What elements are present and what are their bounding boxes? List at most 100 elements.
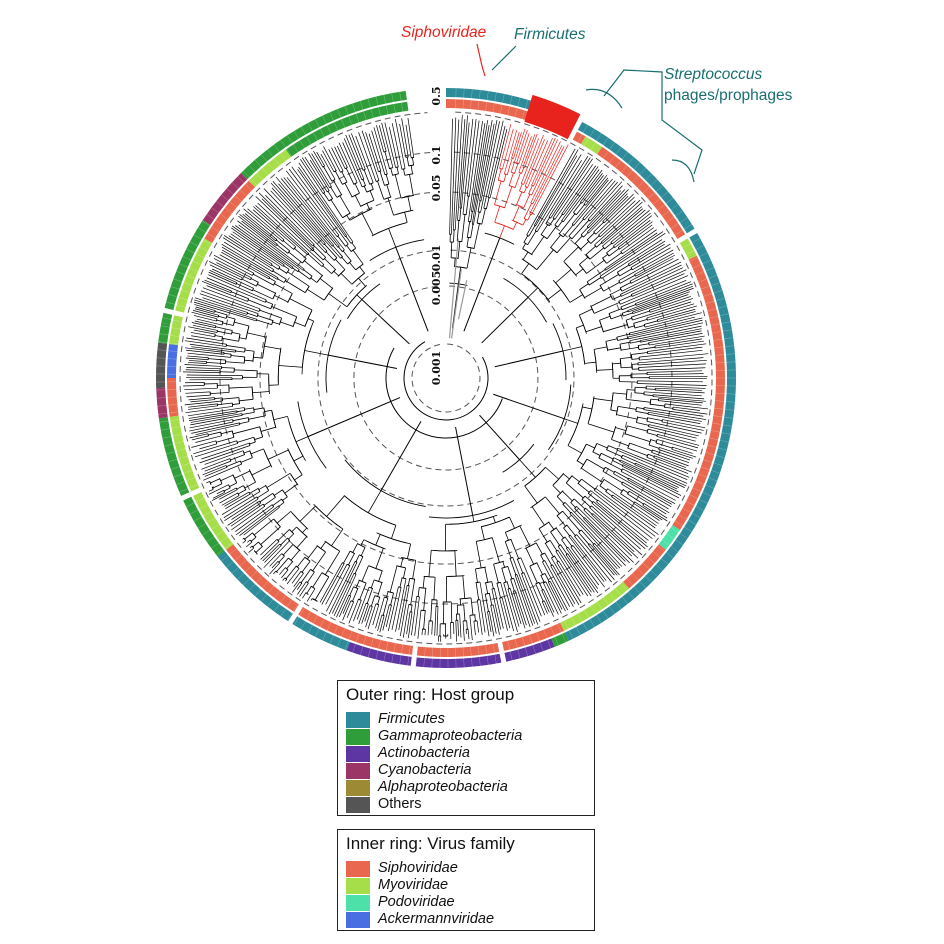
tree-leaf-branch bbox=[520, 138, 540, 184]
tree-arc bbox=[616, 336, 618, 341]
tree-leaf-branch bbox=[417, 610, 422, 639]
tree-branch bbox=[453, 229, 455, 243]
ring-tick bbox=[267, 590, 280, 607]
tree-arc bbox=[301, 320, 315, 368]
tree-branch bbox=[584, 495, 593, 503]
ring-tick bbox=[507, 95, 513, 116]
ring-tick bbox=[168, 455, 188, 463]
tree-branch bbox=[356, 294, 363, 300]
family-ring-segment bbox=[169, 415, 234, 550]
tree-branch bbox=[581, 499, 591, 508]
tree-branch bbox=[629, 442, 653, 452]
legend-label: Myoviridae bbox=[378, 877, 449, 893]
tree-branch bbox=[384, 151, 390, 169]
tree-leaf-branch bbox=[561, 169, 600, 221]
tree-leaf-branch bbox=[591, 505, 641, 550]
tree-leaf-branch bbox=[646, 385, 706, 389]
tree-leaf-branch bbox=[569, 513, 621, 569]
tree-branch bbox=[589, 277, 602, 286]
ring-tick bbox=[666, 533, 684, 546]
tree-leaf-branch bbox=[387, 586, 399, 632]
tree-arc bbox=[552, 217, 556, 220]
tree-leaf-branch bbox=[368, 133, 382, 172]
ring-tick bbox=[470, 89, 473, 110]
tree-leaf-branch bbox=[640, 328, 702, 341]
tree-arc bbox=[401, 577, 407, 580]
tree-branch bbox=[590, 296, 612, 307]
tree-branch bbox=[536, 562, 543, 575]
tree-branch bbox=[276, 511, 291, 524]
ring-tick bbox=[260, 154, 275, 171]
tree-leaf-branch bbox=[280, 178, 339, 248]
ring-tick bbox=[273, 144, 286, 161]
tree-leaf-branch bbox=[570, 511, 623, 567]
tree-branch bbox=[466, 620, 468, 630]
tree-arc bbox=[526, 234, 530, 237]
ring-tick bbox=[689, 252, 708, 262]
tree-branch bbox=[417, 587, 420, 597]
tree-branch bbox=[386, 591, 389, 598]
tree-branch bbox=[214, 397, 223, 399]
tree-leaf-branch bbox=[471, 123, 486, 212]
tree-branch bbox=[335, 170, 343, 185]
tree-leaf-branch bbox=[541, 590, 554, 617]
tree-leaf-branch bbox=[286, 177, 345, 251]
tree-leaf-branch bbox=[237, 220, 304, 271]
tree-leaf-branch bbox=[622, 468, 680, 499]
tree-arc bbox=[451, 257, 459, 259]
tree-branch bbox=[610, 314, 623, 320]
tree-branch bbox=[575, 268, 584, 276]
ring-tick bbox=[157, 404, 178, 407]
tree-arc bbox=[555, 282, 571, 303]
tree-branch bbox=[562, 473, 570, 480]
tree-arc bbox=[419, 587, 426, 589]
tree-leaf-branch bbox=[534, 154, 582, 231]
tree-leaf-branch bbox=[406, 611, 411, 635]
tree-arc bbox=[485, 592, 490, 595]
tree-leaf-branch bbox=[192, 310, 219, 318]
annotation-rings bbox=[156, 87, 737, 669]
tree-branch bbox=[605, 338, 618, 342]
family-ring-segment bbox=[672, 255, 725, 530]
tree-leaf-branch bbox=[200, 290, 260, 312]
tree-arc bbox=[329, 186, 332, 189]
tree-leaf-branch bbox=[232, 231, 284, 267]
tree-leaf-branch bbox=[221, 251, 270, 280]
tree-branch bbox=[508, 172, 514, 186]
ring-tick bbox=[609, 146, 622, 164]
tree-branch bbox=[492, 516, 496, 523]
firmicutes-annotation: Firmicutes bbox=[514, 26, 586, 43]
tree-leaf-branch bbox=[476, 599, 483, 635]
tree-branch bbox=[475, 568, 478, 583]
tree-leaf-branch bbox=[656, 439, 698, 452]
tree-leaf-branch bbox=[399, 585, 410, 637]
tree-leaf-branch bbox=[563, 166, 599, 216]
tree-leaf-branch bbox=[542, 601, 548, 614]
tree-leaf-branch bbox=[427, 620, 430, 636]
tree-leaf-branch bbox=[331, 562, 358, 614]
ring-tick bbox=[642, 562, 658, 577]
tree-leaf-branch bbox=[299, 583, 309, 597]
tree-leaf-branch bbox=[634, 252, 674, 275]
tree-leaf-branch bbox=[544, 560, 571, 607]
tree-branch bbox=[332, 245, 343, 257]
tree-branch bbox=[294, 474, 303, 481]
tree-arc bbox=[554, 224, 558, 228]
tree-leaf-branch bbox=[187, 355, 209, 359]
tree-branch bbox=[226, 345, 246, 349]
tree-leaf-branch bbox=[567, 547, 599, 589]
tree-arc bbox=[632, 311, 634, 314]
tree-leaf-branch bbox=[279, 567, 286, 575]
tree-branch bbox=[236, 485, 244, 490]
ring-tick bbox=[197, 517, 216, 529]
tree-leaf-branch bbox=[587, 189, 629, 233]
tree-branch bbox=[584, 287, 602, 298]
tree-arc bbox=[264, 299, 267, 303]
tree-arc bbox=[326, 190, 330, 193]
ring-tick bbox=[307, 122, 318, 141]
tree-branch bbox=[466, 221, 471, 238]
tree-leaf-branch bbox=[182, 371, 221, 374]
tree-branch bbox=[545, 496, 560, 515]
ring-tick bbox=[705, 452, 725, 459]
tree-arc bbox=[358, 598, 362, 601]
